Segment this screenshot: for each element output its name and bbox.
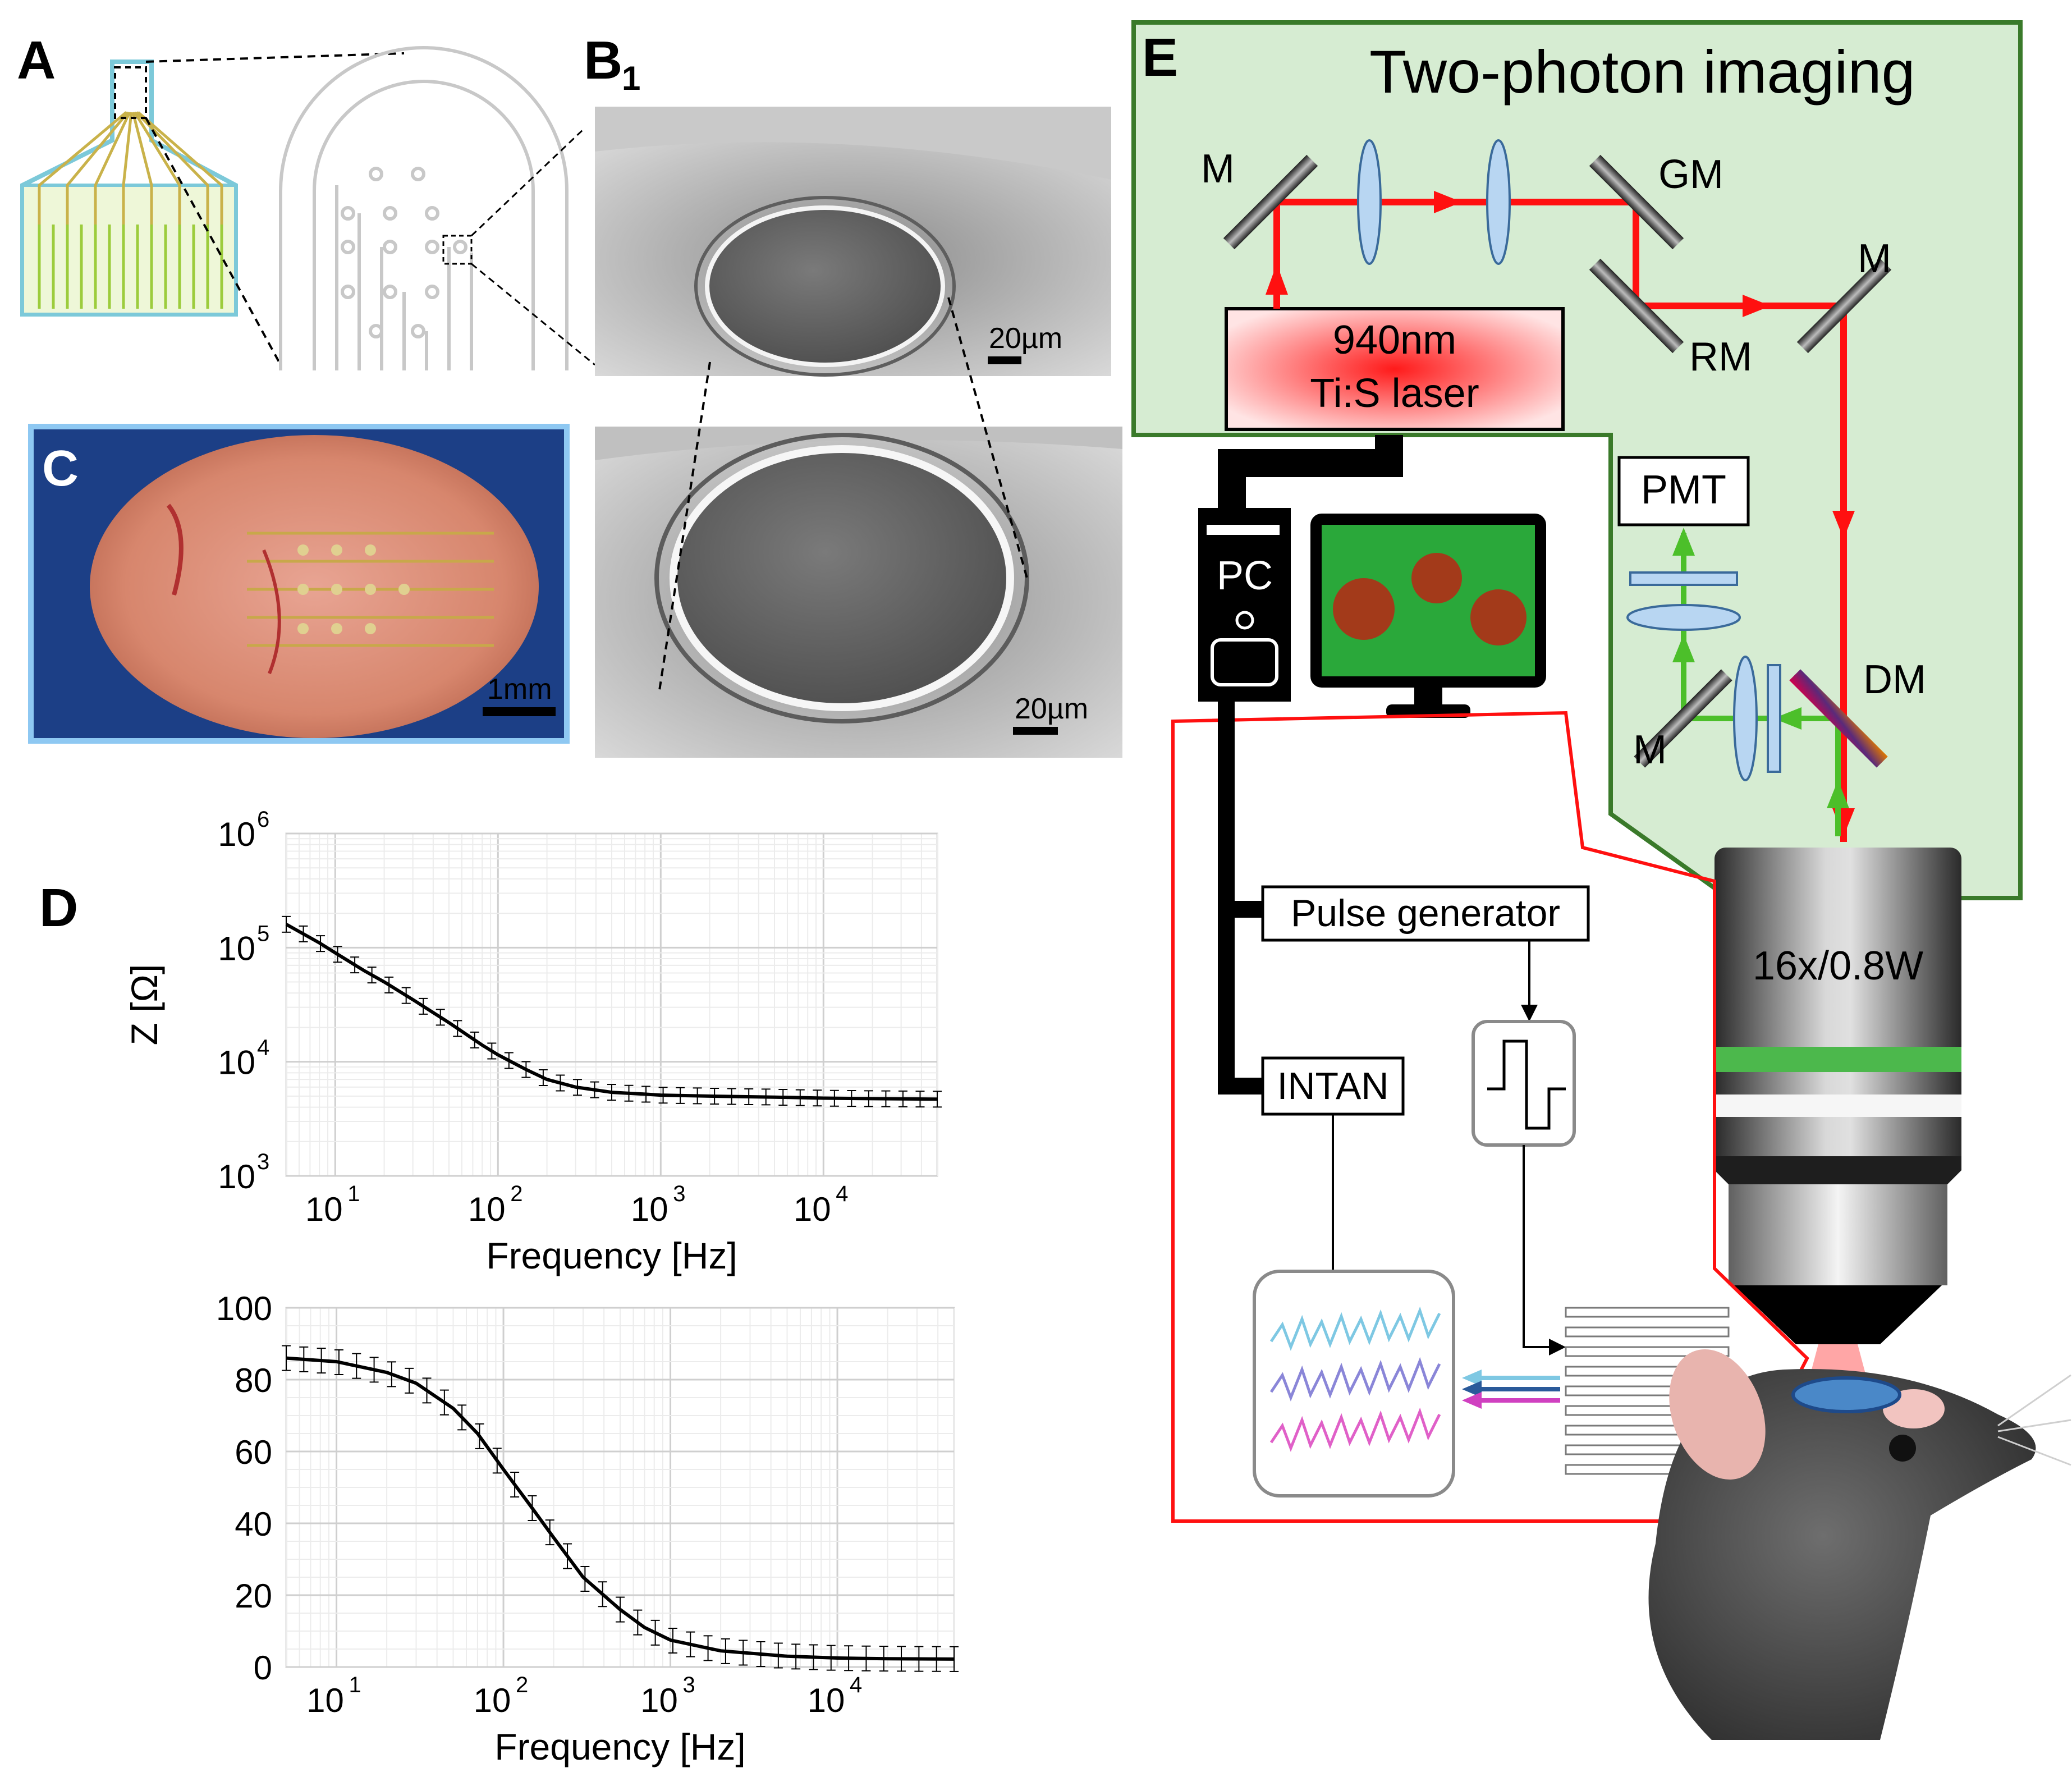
lens-2 (1486, 139, 1511, 265)
dichroic-mirror-label: DM (1863, 657, 1926, 702)
y-tick-exponent: 3 (257, 1150, 269, 1174)
lens-3 (1733, 656, 1758, 781)
mirror-2 (1796, 258, 1892, 354)
objective-label: 16x/0.8W (1753, 944, 1923, 988)
lens-4 (1626, 604, 1741, 631)
y-tick-label: 20 (235, 1577, 272, 1615)
scalebar-b2-label: 20µm (1015, 693, 1088, 725)
y-tick-label: 10 (218, 929, 255, 967)
pulse-generator-label: Pulse generator (1291, 892, 1560, 935)
x-tick-exponent: 2 (510, 1181, 522, 1206)
pc-cable-top (1218, 435, 1403, 508)
x-tick-label: 10 (468, 1190, 506, 1228)
biphasic-pulse-icon (1487, 1039, 1566, 1130)
monitor (1310, 514, 1546, 718)
x-tick-label: 10 (631, 1190, 668, 1228)
pmt-label: PMT (1641, 468, 1726, 512)
y-tick-exponent: 6 (257, 807, 269, 832)
panel-a: A (17, 30, 595, 370)
lens-1 (1357, 139, 1382, 265)
pc-tower: PC (1198, 508, 1291, 702)
galvo-mirror (1589, 154, 1684, 250)
mirror-1 (1223, 154, 1318, 250)
x-tick-label: 10 (474, 1682, 511, 1719)
signal-trace-2 (1269, 1357, 1441, 1402)
x-axis-label: Frequency [Hz] (486, 1235, 737, 1276)
filter-2 (1629, 571, 1738, 586)
y-tick-label: 10 (218, 1158, 255, 1196)
y-tick-exponent: 5 (257, 921, 269, 946)
resonant-mirror (1589, 258, 1684, 354)
x-tick-label: 10 (306, 1682, 344, 1719)
y-tick-label: 100 (216, 1290, 272, 1327)
x-tick-label: 10 (794, 1190, 831, 1228)
y-axis-label: Z [Ω] (123, 964, 165, 1046)
x-tick-exponent: 4 (836, 1181, 848, 1206)
panel-label-b1: B (584, 30, 622, 90)
mirror-1-label: M (1201, 146, 1235, 191)
panel-e: E Two-photon imaging 940nm Ti:S laser M … (1131, 20, 2071, 1740)
panel-label-e: E (1142, 28, 1178, 88)
y-tick-label: 80 (235, 1362, 272, 1399)
x-axis-label: Frequency [Hz] (494, 1726, 746, 1767)
x-tick-label: 10 (305, 1190, 343, 1228)
emission-arrows (1672, 528, 1849, 808)
x-tick-exponent: 1 (349, 1673, 361, 1697)
mirror-2-label: M (1858, 236, 1891, 281)
signal-trace-3 (1269, 1407, 1441, 1452)
mirror-3-label: M (1633, 727, 1667, 772)
mirror-3 (1634, 669, 1732, 768)
y-tick-label: 10 (218, 1044, 255, 1082)
intan-label: INTAN (1277, 1065, 1389, 1107)
pc-cable-main (1218, 702, 1263, 1095)
x-tick-exponent: 3 (683, 1673, 695, 1697)
y-tick-label: 40 (235, 1505, 272, 1543)
sem-image-b1: 20µm (595, 107, 1111, 377)
filter-1 (1767, 664, 1781, 773)
y-tick-label: 10 (218, 816, 255, 853)
x-tick-label: 10 (808, 1682, 845, 1719)
series-line (285, 923, 938, 1101)
recording-region-outline (1171, 711, 1809, 1523)
y-tick-exponent: 4 (257, 1036, 269, 1060)
scalebar-b1-label: 20µm (989, 322, 1062, 355)
x-tick-label: 10 (640, 1682, 678, 1719)
resonant-mirror-label: RM (1689, 335, 1752, 379)
objective-lens: 16x/0.8W (1715, 848, 1961, 1386)
x-tick-exponent: 2 (516, 1673, 528, 1697)
probe-overview (20, 52, 405, 365)
pmt-box (1617, 456, 1750, 526)
pc-label: PC (1217, 553, 1273, 598)
panel-c: C 1mm (28, 424, 570, 744)
y-tick-label: 60 (235, 1434, 272, 1471)
dichroic-mirror (1789, 669, 1888, 768)
sem-image-b2: 20µm (595, 427, 1122, 758)
panel-label-b1-sub: 1 (622, 59, 640, 97)
x-tick-exponent: 3 (673, 1181, 685, 1206)
panel-label-a: A (17, 30, 56, 90)
signal-arrows (1462, 1370, 1560, 1409)
probe-tip-magnified (279, 46, 595, 370)
pulse-generator-box (1261, 885, 1590, 942)
y-tick-label: 0 (254, 1649, 272, 1687)
panel-label-c: C (42, 441, 79, 497)
panel-label-d: D (39, 878, 78, 938)
x-tick-exponent: 4 (850, 1673, 862, 1697)
x-tick-exponent: 1 (347, 1181, 360, 1206)
galvo-mirror-label: GM (1658, 152, 1723, 197)
panel-b: B 1 20µm B 2 20µm (584, 30, 1122, 758)
signal-trace-1 (1269, 1306, 1441, 1351)
laser-box (1225, 307, 1565, 431)
laser-wavelength: 940nm (1333, 318, 1456, 363)
setup-title: Two-photon imaging (1369, 38, 1915, 106)
excitation-beam (1273, 199, 1847, 842)
rat-illustration (1648, 1349, 2071, 1740)
laser-type: Ti:S laser (1310, 371, 1479, 416)
scalebar-c-label: 1mm (487, 673, 552, 706)
